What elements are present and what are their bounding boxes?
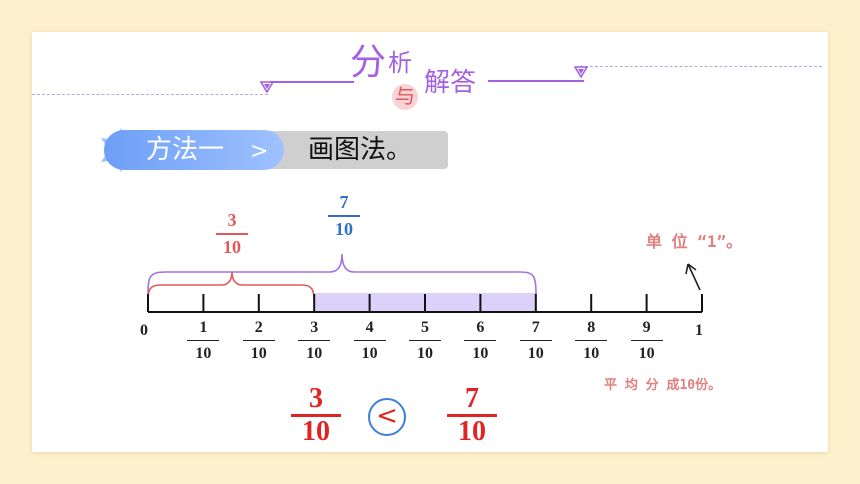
fraction-numerator: 7 xyxy=(339,192,349,212)
tick-fraction-label: 1 10 xyxy=(186,318,220,363)
tick-label-zero: 0 xyxy=(140,322,148,339)
fraction-numerator: 5 xyxy=(421,319,429,336)
tick-fraction-label: 4 10 xyxy=(353,318,387,363)
fraction-numerator: 6 xyxy=(476,319,485,336)
fraction-numerator: 4 xyxy=(365,319,374,336)
fraction-bar xyxy=(519,340,552,341)
fraction-numerator: 2 xyxy=(254,319,263,336)
tick-fraction-label: 2 10 xyxy=(242,318,276,363)
fraction-denominator: 10 xyxy=(458,416,486,447)
fraction-numerator: 3 xyxy=(310,319,319,336)
fraction-bar xyxy=(353,340,386,341)
comparison-right-fraction: 7 10 xyxy=(446,384,498,447)
fraction-numerator: 1 xyxy=(199,319,208,336)
fraction-numerator: 7 xyxy=(465,383,479,414)
header-dashed-left xyxy=(32,94,268,95)
brace-three-tenths xyxy=(147,271,315,301)
fraction-denominator: 10 xyxy=(223,237,241,257)
tick-fraction-label: 3 10 xyxy=(297,318,331,363)
unit-note: 单 位 “1”。 xyxy=(646,232,743,251)
comparison-operator-circle: < xyxy=(368,398,406,436)
method-arrow: > xyxy=(250,139,269,164)
comparison-left-fraction: 3 10 xyxy=(290,384,342,447)
tick-label-one: 1 xyxy=(695,322,703,339)
fraction-label-3-10: 3 10 xyxy=(214,210,250,258)
fraction-numerator: 8 xyxy=(587,319,596,336)
fraction-bar xyxy=(464,340,497,341)
fraction-numerator: 9 xyxy=(642,319,651,336)
fraction-bar xyxy=(575,340,608,341)
tick-fraction-label: 5 10 xyxy=(408,318,442,363)
tick-fraction-label: 8 10 xyxy=(574,318,608,363)
method-text: 画图法。 xyxy=(308,135,413,165)
tick-fraction-label: 9 10 xyxy=(630,318,664,363)
header-line-left xyxy=(270,81,354,83)
method-label-pill: 方法一 > xyxy=(104,130,284,170)
fraction-numerator: 3 xyxy=(309,383,323,414)
fraction-denominator: 10 xyxy=(250,345,267,362)
fraction-bar xyxy=(630,340,663,341)
tick-fraction-label: 7 10 xyxy=(519,318,553,363)
header-line-right xyxy=(488,80,584,82)
content-card xyxy=(32,32,828,452)
triangle-marker-left-icon xyxy=(260,81,274,94)
fraction-denominator: 10 xyxy=(335,219,353,239)
number-line-ticks xyxy=(147,294,703,312)
fraction-bar xyxy=(216,233,248,235)
header-char-fen: 分 xyxy=(350,42,387,82)
fraction-bar xyxy=(187,340,220,341)
header-char-yu: 与 xyxy=(395,86,415,108)
fraction-denominator: 10 xyxy=(361,345,378,362)
brace-seven-tenths xyxy=(147,253,537,295)
method-label: 方法一 xyxy=(146,135,225,165)
fraction-bar xyxy=(291,414,341,417)
fraction-denominator: 10 xyxy=(195,345,212,362)
tick-fraction-label: 6 10 xyxy=(463,318,497,363)
method-text-bg xyxy=(262,131,448,169)
fraction-denominator: 10 xyxy=(417,345,433,362)
fraction-label-7-10: 7 10 xyxy=(326,192,362,240)
fraction-bar xyxy=(242,340,275,341)
fraction-denominator: 10 xyxy=(472,345,489,362)
fraction-denominator: 10 xyxy=(638,345,655,362)
fraction-denominator: 10 xyxy=(527,345,544,362)
split-note: 平 均 分 成10份。 xyxy=(604,378,722,393)
header-char-xi: 析 xyxy=(388,51,412,77)
fraction-bar xyxy=(328,215,360,217)
pointer-arrow-icon xyxy=(685,263,701,291)
header-jieda: 解答 xyxy=(424,68,477,97)
fraction-numerator: 7 xyxy=(531,319,540,336)
header-dashed-right xyxy=(580,66,822,67)
fraction-numerator: 3 xyxy=(227,210,237,230)
comparison-operator: < xyxy=(376,401,398,431)
fraction-denominator: 10 xyxy=(302,416,330,447)
fraction-denominator: 10 xyxy=(583,345,600,362)
fraction-bar xyxy=(447,414,497,417)
fraction-denominator: 10 xyxy=(306,345,323,362)
header-yu-circle xyxy=(392,84,418,110)
fraction-bar xyxy=(409,340,441,341)
triangle-marker-right-icon xyxy=(574,66,588,79)
fraction-bar xyxy=(298,340,331,341)
